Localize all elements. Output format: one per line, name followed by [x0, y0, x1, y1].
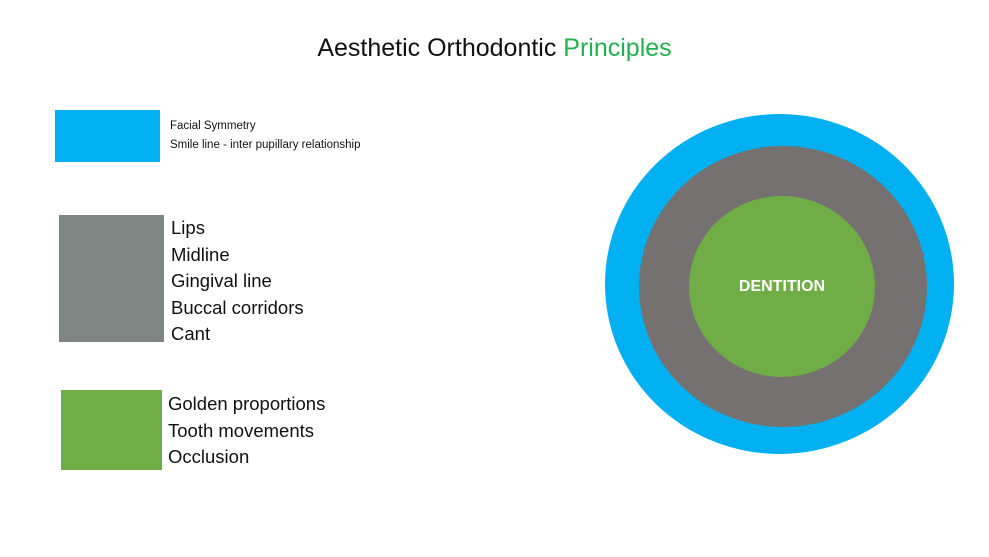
legend-text-dentition: Golden proportions Tooth movements Occlu… [168, 391, 325, 471]
legend-item: Lips [171, 217, 205, 238]
legend-item: Cant [171, 323, 211, 344]
dentition-label: DENTITION [738, 278, 826, 295]
legend-item: Facial Symmetry [170, 120, 256, 132]
legend-item: Tooth movements [168, 419, 315, 441]
legend-swatch-facial [55, 110, 160, 162]
legend-item: Smile line - inter pupillary relationshi… [170, 139, 361, 151]
legend-text-facial: Facial Symmetry Smile line - inter pupil… [170, 117, 360, 155]
legend-item: Golden proportions [168, 393, 326, 414]
title-accent: Principles [563, 34, 672, 62]
legend-item: Buccal corridors [171, 296, 304, 318]
page-title: Aesthetic Orthodontic Principles [0, 34, 989, 63]
legend-item: Gingival line [171, 270, 272, 291]
legend-item: Midline [171, 243, 230, 265]
legend-swatch-smile [59, 215, 164, 342]
legend-text-smile: Lips Midline Gingival line Buccal corrid… [171, 215, 304, 348]
inner-circle-dentition [689, 196, 875, 377]
legend-item: Occlusion [168, 446, 250, 467]
legend-swatch-dentition [61, 390, 162, 470]
title-main: Aesthetic Orthodontic [317, 34, 564, 62]
